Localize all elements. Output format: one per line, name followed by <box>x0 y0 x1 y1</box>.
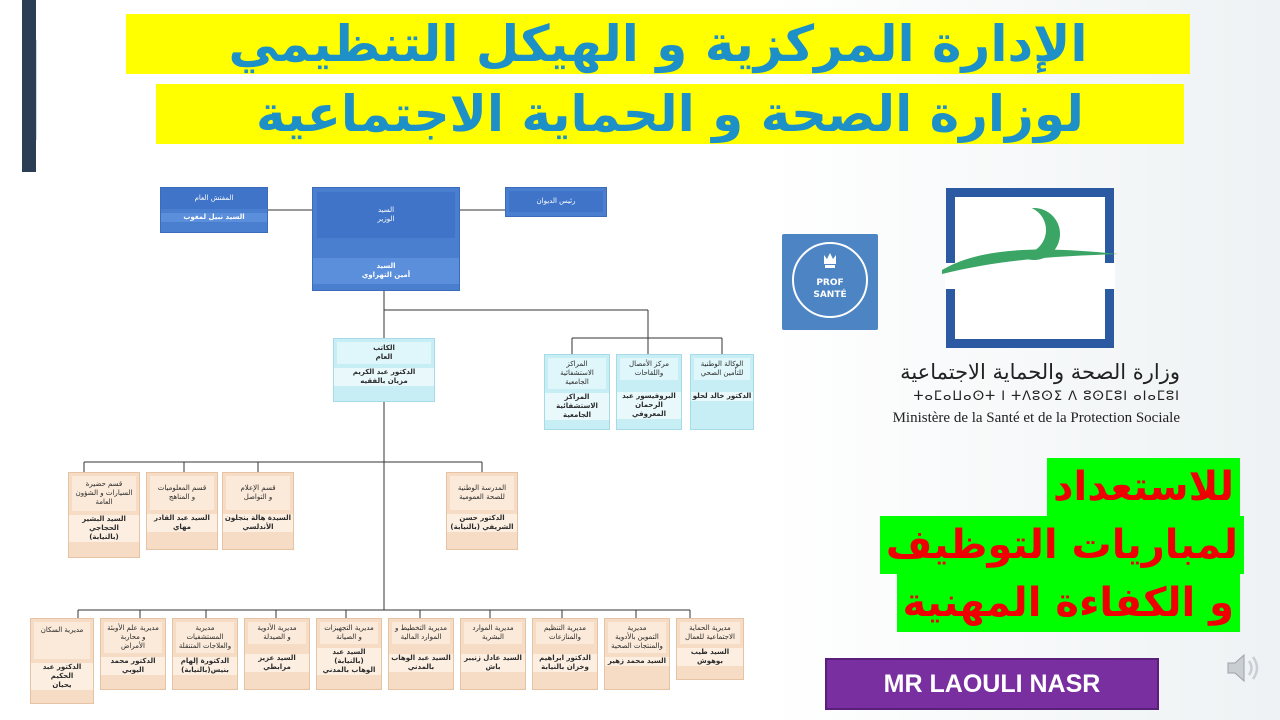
promo-line-2: لمباريات التوظيف <box>879 516 1244 574</box>
org-box-minister: السيد الوزير السيد أمين التهراوي <box>312 187 460 291</box>
promo-block: للاستعداد لمباريات التوظيف و الكفاءة الم… <box>846 458 1244 634</box>
org-box-name: السيد نبيل لمغوب <box>161 213 267 222</box>
org-box-title: الكاتب العام <box>373 344 395 361</box>
org-box-directorate: مديرية علم الأوبئة و محاربة الأمراض الدك… <box>100 618 166 690</box>
org-box-name: السيد أمين التهراوي <box>313 258 459 284</box>
badge-line-2: SANTÉ <box>813 290 847 300</box>
badge-ring <box>792 242 868 318</box>
org-box-directorate: مديرية المستشفيات والعلاجات المتنقلة الد… <box>172 618 238 690</box>
org-box-name: الدكتورة إلهام بنيس(بالنيابة) <box>173 657 237 675</box>
org-box-title: قسم حضيرة السيارات و الشؤون العامة <box>75 480 133 506</box>
org-box-title: مديرية السكان <box>40 626 84 634</box>
org-box-directorate: مديرية التجهيزات و الصيانة السيد عبد (با… <box>316 618 382 690</box>
org-box-name: الدكتور خالد لحلو <box>691 392 753 401</box>
org-box-title: مديرية الأدوية و الصيدلة <box>257 624 297 641</box>
slide-accent-bar <box>22 0 36 172</box>
org-box-directorate: مديرية التخطيط و الموارد المالية السيد ع… <box>388 618 454 690</box>
org-box-division: قسم المعلوميات و المناهج السيد عبد القاد… <box>146 472 218 550</box>
org-box-agency: مركز الأمصال واللقاحات البروفيسور عبد ال… <box>616 354 682 430</box>
org-box-title: مديرية الحماية الاجتماعية للعمال <box>685 624 735 641</box>
prof-sante-badge: PROF SANTÉ <box>782 234 878 330</box>
org-box-title: مديرية التنظيم والمنازعات <box>544 624 586 641</box>
org-box-title: قسم الإعلام و التواصل <box>240 484 276 501</box>
org-box-division: المدرسة الوطنية للصحة العمومية الدكتور ح… <box>446 472 518 550</box>
org-box-name: الدكتور محمد اليوبي <box>101 657 165 675</box>
logo-emblem-icon <box>942 206 1118 274</box>
org-box-title: مديرية المستشفيات والعلاجات المتنقلة <box>178 624 232 650</box>
org-box-title: المفتش العام <box>161 188 267 209</box>
org-box-agency: الوكالة الوطنية للتأمين الصحي الدكتور خا… <box>690 354 754 430</box>
promo-line-3: و الكفاءة المهنية <box>896 574 1240 632</box>
org-box-name: السيد عبد القادر مهاي <box>147 514 217 532</box>
org-box-title: مركز الأمصال واللقاحات <box>628 360 669 377</box>
org-box-directorate: مديرية التنظيم والمنازعات الدكتور ابراهي… <box>532 618 598 690</box>
org-box-name: السيد عبد الوهاب بالمدني <box>389 654 453 672</box>
org-box-inspector: المفتش العام السيد نبيل لمغوب <box>160 187 268 233</box>
org-box-title: مديرية التجهيزات و الصيانة <box>324 624 374 641</box>
org-box-agency: المراكز الاستشفائية الجامعية المراكز الا… <box>544 354 610 430</box>
org-box-name: الدكتور حسن الشريفي (بالنيابة) <box>447 514 517 532</box>
org-box-title: مديرية الموارد البشرية <box>472 624 514 641</box>
org-box-name: السيد محمد زهير <box>605 657 669 666</box>
author-label: MR LAOULI NASR <box>825 658 1159 710</box>
org-box-directorate: مديرية التموين بالأدوية والمنتجات الصحية… <box>604 618 670 690</box>
speaker-icon[interactable] <box>1222 648 1262 688</box>
badge-line-1: PROF <box>816 278 844 288</box>
org-box-cabinet: رئيس الديوان <box>505 187 607 217</box>
org-box-directorate: مديرية الأدوية و الصيدلة السيد عزيز مراب… <box>244 618 310 690</box>
org-box-title: السيد الوزير <box>317 192 455 238</box>
org-box-directorate: مديرية السكان الدكتور عبد الحكيم يحيان <box>30 618 94 704</box>
slide-accent-line <box>36 40 37 140</box>
org-box-name: السيد عبد (بالنيابة) الوهاب بالمدني <box>317 648 381 675</box>
org-box-name: المراكز الاستشفائية الجامعية <box>545 393 609 420</box>
org-box-directorate: مديرية الموارد البشرية السيد عادل زنيبر … <box>460 618 526 690</box>
org-box-title: مديرية التخطيط و الموارد المالية <box>395 624 447 641</box>
org-box-division: قسم الإعلام و التواصل السيدة هالة بنجلون… <box>222 472 294 550</box>
crown-icon <box>824 253 836 268</box>
org-box-name: السيد طيب بوهوش <box>677 648 743 666</box>
org-box-name: السيد عزيز مرابطي <box>245 654 309 672</box>
org-box-title: قسم المعلوميات و المناهج <box>157 484 207 501</box>
org-box-name: الدكتور عبد الحكيم يحيان <box>31 663 93 690</box>
org-box-title: رئيس الديوان <box>509 191 603 212</box>
ministry-name-french: Ministère de la Santé et de la Protectio… <box>892 410 1180 426</box>
title-line-2: لوزارة الصحة و الحماية الاجتماعية <box>156 84 1184 144</box>
org-box-name: السيدة هالة بنجلون الأندلسي <box>223 514 293 532</box>
org-box-title: مديرية علم الأوبئة و محاربة الأمراض <box>107 624 159 650</box>
org-box-name: الدكتور ابراهيم وخزان بالنيابة <box>533 654 597 672</box>
org-box-directorate: مديرية الحماية الاجتماعية للعمال السيد ط… <box>676 618 744 680</box>
org-box-division: قسم حضيرة السيارات و الشؤون العامة السيد… <box>68 472 140 558</box>
org-box-name: الدكتور عبد الكريم مزيان بالفقيه <box>334 368 434 386</box>
org-box-title: الوكالة الوطنية للتأمين الصحي <box>700 360 744 377</box>
org-box-name: البروفيسور عبد الرحمان المعروفي <box>617 392 681 419</box>
ministry-name-arabic: وزارة الصحة والحماية الاجتماعية <box>900 360 1180 384</box>
org-box-title: المراكز الاستشفائية الجامعية <box>560 360 594 386</box>
ministry-name-tifinagh: ⵜⴰⵎⴰⵡⴰⵙⵜ ⵏ ⵜⴷⵓⵙⵉ ⴷ ⵓⵙⵎⵓⵏ ⴰⵏⴰⵎⵓⵏ <box>913 389 1180 404</box>
title-line-1: الإدارة المركزية و الهيكل التنظيمي <box>126 14 1190 74</box>
promo-line-1: للاستعداد <box>1047 458 1240 516</box>
org-box-title: المدرسة الوطنية للصحة العمومية <box>457 484 507 501</box>
org-box-secretary-general: الكاتب العام الدكتور عبد الكريم مزيان با… <box>333 338 435 402</box>
logo-frame-gap <box>1103 263 1115 289</box>
org-box-title: مديرية التموين بالأدوية والمنتجات الصحية <box>611 624 663 650</box>
org-box-name: السيد البشير الحجاجي (بالنيابة) <box>69 515 139 542</box>
org-box-name: السيد عادل زنيبر باش <box>461 654 525 672</box>
